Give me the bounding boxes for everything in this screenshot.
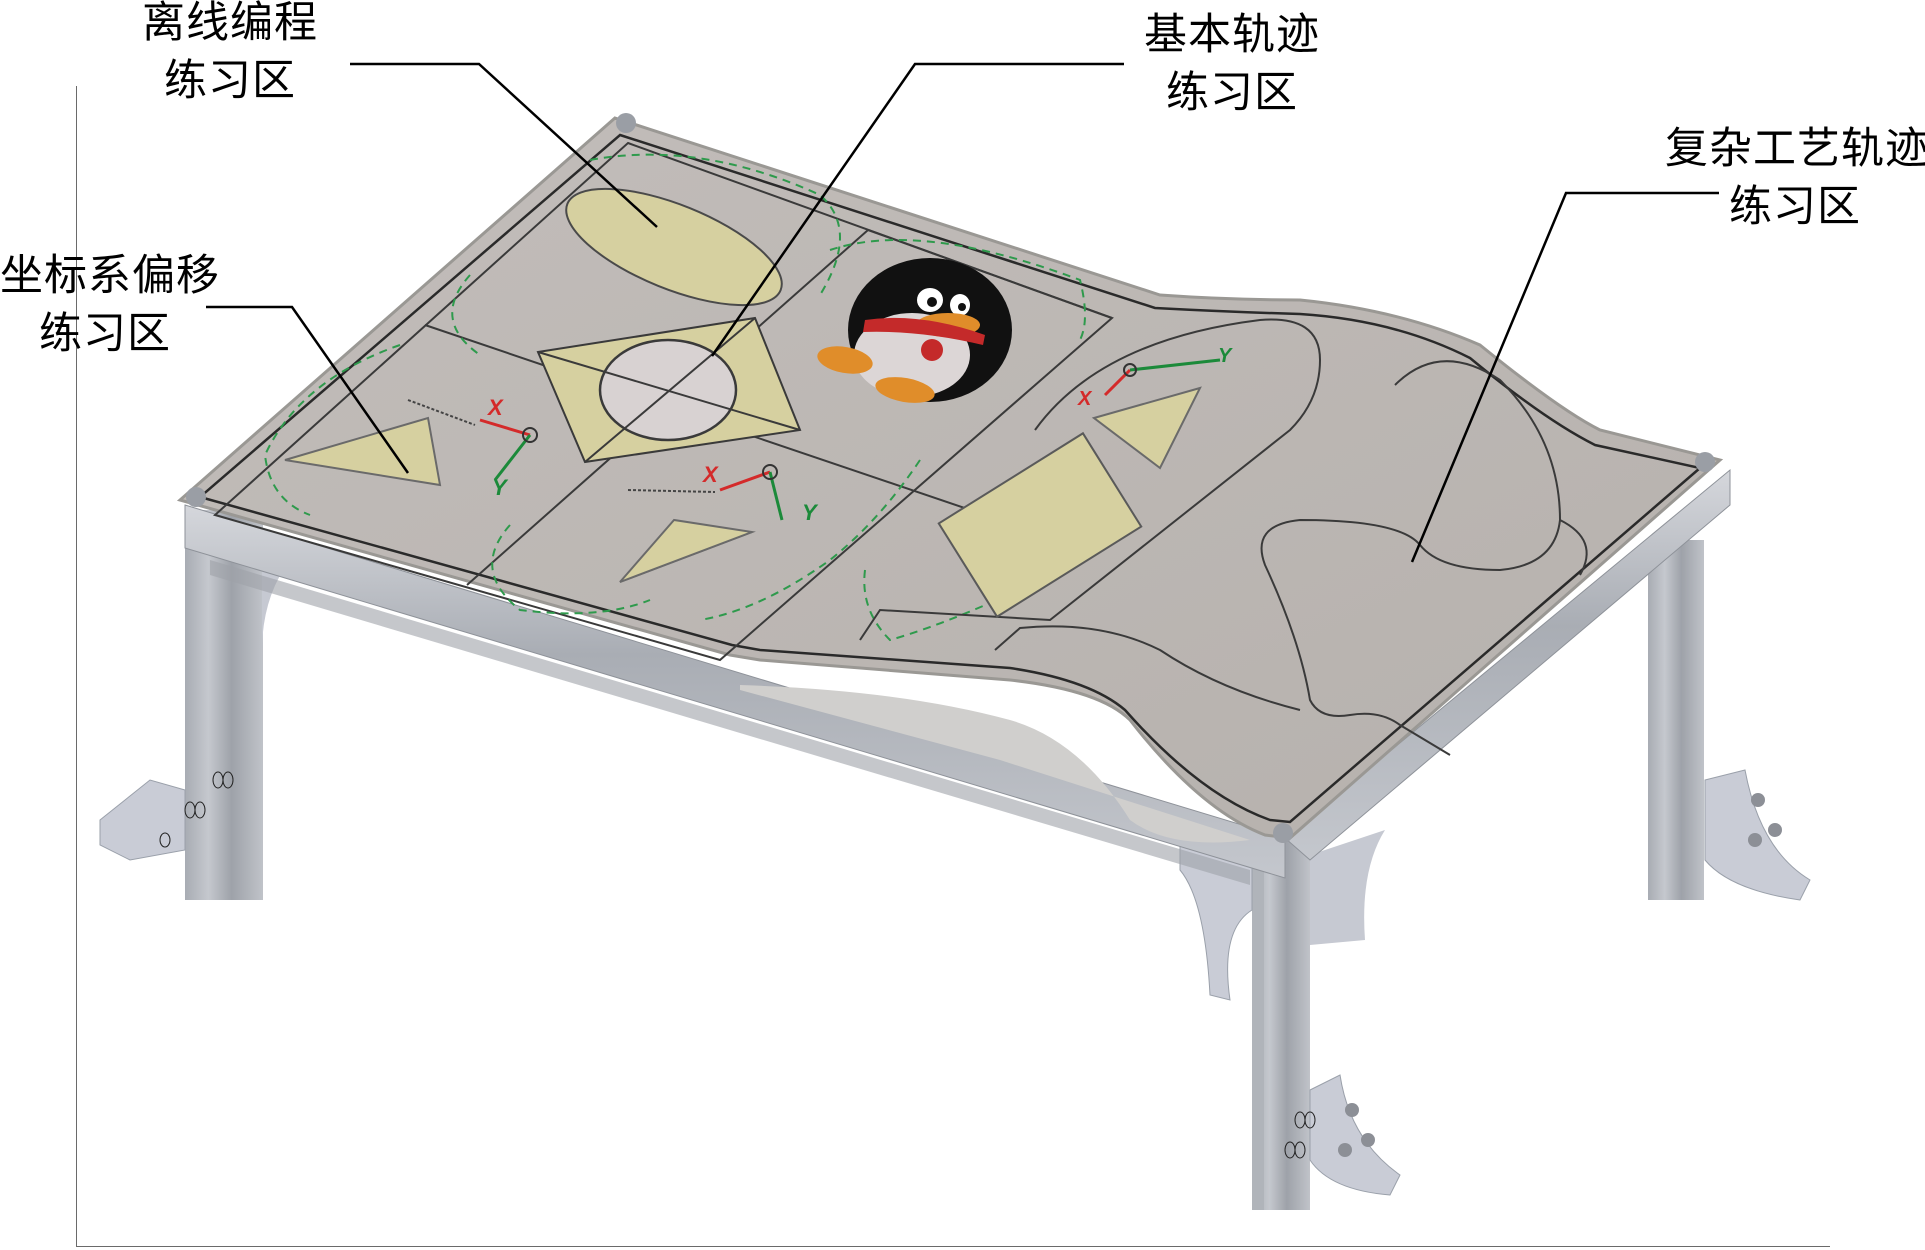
axis-x-label-3: X [1077, 388, 1093, 410]
axis-y-label-2: Y [802, 500, 819, 525]
rect-shape [937, 431, 1143, 619]
left-frame-line [76, 86, 77, 1246]
corner-bolt-back-left [616, 113, 636, 133]
label-basic-line2: 练习区 [1166, 68, 1298, 118]
corner-bolt-front-right [1273, 823, 1293, 843]
leader-coord-offset [206, 305, 410, 474]
right-rail [1284, 468, 1731, 861]
basic-trajectory-shapes [536, 316, 802, 464]
axis-y-label-1: Y [492, 475, 509, 500]
label-coord-line1: 坐标系偏移 [0, 251, 220, 301]
green-dashed-paths [263, 153, 1086, 642]
label-basic-trajectory: 基本轨迹 练习区 [1142, 14, 1322, 130]
leg-front-right [1179, 830, 1401, 1210]
label-basic-line1: 基本轨迹 [1144, 10, 1320, 60]
lower-triangle-shapes [619, 464, 784, 583]
offline-ellipse-shape [565, 187, 783, 307]
leg-back-right [1648, 540, 1811, 901]
label-offline-line2: 练习区 [164, 56, 296, 106]
label-complex-trajectory: 复杂工艺轨迹 练习区 [1665, 128, 1925, 244]
bottom-frame-line [76, 1246, 1830, 1247]
leader-complex [1410, 191, 1719, 563]
label-coord-line2: 练习区 [39, 309, 171, 359]
axis-x-label-2: X [701, 462, 719, 487]
leader-basic [710, 62, 1124, 357]
axis-y-label-3: Y [1218, 345, 1233, 367]
label-complex-line1: 复杂工艺轨迹 [1665, 124, 1925, 174]
complex-panel-lines [859, 318, 1588, 756]
label-offline-line1: 离线编程 [142, 0, 318, 48]
label-coordinate-offset: 坐标系偏移 练习区 [0, 251, 220, 371]
label-offline-programming: 离线编程 练习区 [140, 2, 320, 118]
leader-offline [350, 62, 658, 228]
label-complex-line2: 练习区 [1729, 182, 1861, 232]
axis-x-label-1: X [486, 395, 504, 420]
leader-lines [206, 62, 1719, 563]
small-triangle-shape [1091, 386, 1202, 470]
coord-offset-shapes [284, 399, 538, 487]
corner-bolt-back-right [1695, 452, 1715, 472]
penguin-logo-image [817, 258, 1012, 403]
corner-bolt-front-left [186, 487, 206, 507]
tabletop [176, 116, 1724, 840]
